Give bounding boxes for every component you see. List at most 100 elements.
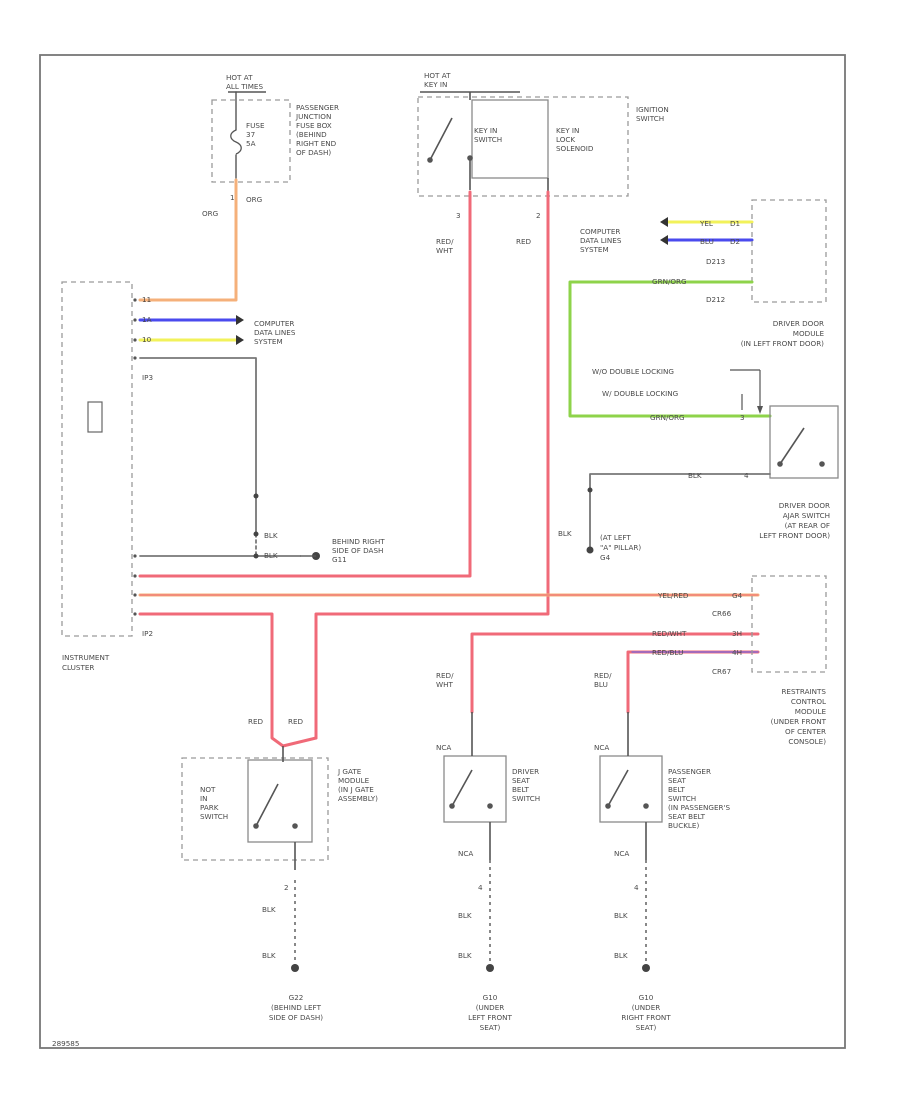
label-driver-door-ajar: AJAR SWITCH xyxy=(783,511,830,520)
label-passenger-seat-belt: (IN PASSENGER'S xyxy=(668,803,730,812)
label-wire-grn-org: GRN/ORG xyxy=(652,277,687,286)
label-drv-seat-wire: RED/ xyxy=(436,671,454,680)
label-wire-blk-1: BLK xyxy=(688,471,702,480)
label-jgate-blk-1: BLK xyxy=(262,905,276,914)
restraints-control-module-box xyxy=(751,575,827,673)
wire-grn-org xyxy=(568,280,772,418)
label-pas-seat-wire: BLU xyxy=(594,680,608,689)
label-pas-seat-wire: RED/ xyxy=(594,671,612,680)
label-driver-door-module: (IN LEFT FRONT DOOR) xyxy=(741,339,824,348)
ignition-switch-box xyxy=(417,96,629,197)
label-pas-blk-2: BLK xyxy=(614,951,628,960)
wire-red-wht-seatbelt xyxy=(470,632,760,714)
label-passenger-junction: JUNCTION xyxy=(295,112,331,121)
label-ground-left-pillar: "A" PILLAR) xyxy=(600,543,641,552)
label-pin-fuse: 1 xyxy=(230,193,235,202)
label-wire-red-wht: WHT xyxy=(436,246,454,255)
label-restraints-control: CONSOLE) xyxy=(788,737,826,746)
label-rcm-wire-yel-red: YEL/RED xyxy=(657,591,689,600)
label-passenger-seat-belt: SEAT BELT xyxy=(668,812,706,821)
label-restraints-control: OF CENTER xyxy=(785,727,826,736)
label-driver-seat-belt: SEAT xyxy=(512,776,530,785)
label-conn-d212: D212 xyxy=(706,295,725,304)
label-ground-left-pillar: (AT LEFT xyxy=(600,533,631,542)
label-instrument-cluster: CLUSTER xyxy=(62,663,94,672)
label-hot-at-all-times: ALL TIMES xyxy=(226,82,263,91)
label-computer-data-lines-1: DATA LINES xyxy=(580,236,622,245)
label-pas-blk-1: BLK xyxy=(614,911,628,920)
label-fuse: 37 xyxy=(246,130,255,139)
label-passenger-junction: OF DASH) xyxy=(296,148,331,157)
label-cdl1-yel: YEL xyxy=(699,219,713,228)
label-computer-data-lines-2: COMPUTER xyxy=(254,319,294,328)
label-j-gate-module: (IN J GATE xyxy=(338,785,374,794)
label-key-in-switch: SWITCH xyxy=(474,135,502,144)
label-behind-right-dash: SIDE OF DASH xyxy=(332,546,383,555)
label-driver-door-ajar: DRIVER DOOR xyxy=(779,501,830,510)
label-ground-g22: G22 xyxy=(289,993,304,1002)
label-driver-door-ajar: (AT REAR OF xyxy=(785,521,830,530)
wire-red-blu xyxy=(626,650,760,714)
label-not-in-park: NOT xyxy=(200,785,216,794)
label-passenger-seat-belt: PASSENGER xyxy=(668,767,711,776)
wire-org xyxy=(138,178,238,302)
driver-door-ajar-switch-box xyxy=(769,405,839,479)
key-in-lock-solenoid-box xyxy=(471,99,549,179)
label-rcm-conn-a: CR66 xyxy=(712,609,732,618)
label-drv-blk-1: BLK xyxy=(458,911,472,920)
label-key-in-lock-solenoid: LOCK xyxy=(556,135,575,144)
label-key-in-lock-solenoid: KEY IN xyxy=(556,126,579,135)
label-pas-nca: NCA xyxy=(614,849,629,858)
label-wo-double-locking: W/O DOUBLE LOCKING xyxy=(592,367,674,376)
label-ground-g10-left: LEFT FRONT xyxy=(468,1013,512,1022)
label-restraints-control: (UNDER FRONT xyxy=(771,717,827,726)
label-wire-red: RED xyxy=(516,237,532,246)
label-not-in-park: IN xyxy=(200,794,208,803)
label-drv-blk-2: BLK xyxy=(458,951,472,960)
label-restraints-control: MODULE xyxy=(795,707,827,716)
driver-door-module-box xyxy=(751,199,827,303)
label-driver-seat-belt: DRIVER xyxy=(512,767,539,776)
label-splice-blk-1: BLK xyxy=(264,531,278,540)
label-ground-g22: (BEHIND LEFT xyxy=(271,1003,322,1012)
label-w-double-locking: W/ DOUBLE LOCKING xyxy=(602,389,678,398)
label-conn-d213: D213 xyxy=(706,257,725,266)
not-in-park-switch-box xyxy=(247,759,313,843)
label-computer-data-lines-2: SYSTEM xyxy=(254,337,283,346)
label-passenger-seat-belt: SEAT xyxy=(668,776,686,785)
label-driver-door-module: MODULE xyxy=(793,329,825,338)
label-rcm-conn-b: CR67 xyxy=(712,667,731,676)
label-j-gate-module: ASSEMBLY) xyxy=(338,794,378,803)
label-rcm-pin-c: 4H xyxy=(732,648,742,657)
wire-blk-ajar xyxy=(589,473,771,549)
label-pas-seat-conn: NCA xyxy=(594,743,609,752)
label-rcm-pin-b: 3H xyxy=(732,629,742,638)
label-cdl1-blu: BLU xyxy=(700,237,714,246)
label-hot-at-key-in: HOT AT xyxy=(424,71,451,80)
label-passenger-seat-belt: BUCKLE) xyxy=(668,821,699,830)
label-pin-driver-sw-a: 3 xyxy=(740,413,745,422)
label-drv-pin: 4 xyxy=(478,883,483,892)
label-wire-red-wht: RED/ xyxy=(436,237,454,246)
label-ground-g10-right: (UNDER xyxy=(632,1003,661,1012)
label-drv-seat-wire: WHT xyxy=(436,680,454,689)
label-passenger-junction: FUSE BOX xyxy=(296,121,332,130)
label-driver-door-ajar: LEFT FRONT DOOR) xyxy=(759,531,830,540)
label-wire-org-right: ORG xyxy=(246,195,262,204)
label-passenger-seat-belt: SWITCH xyxy=(668,794,696,803)
label-hot-at-all-times: HOT AT xyxy=(226,73,253,82)
label-cdl1-pin1: D1 xyxy=(730,219,740,228)
label-passenger-junction: RIGHT END xyxy=(296,139,337,148)
wire-red-wht-ignition xyxy=(138,190,472,578)
label-computer-data-lines-1: COMPUTER xyxy=(580,227,620,236)
wire-red-join xyxy=(281,736,318,748)
label-jgate-pin: 2 xyxy=(284,883,289,892)
label-ground-g10-right: RIGHT FRONT xyxy=(621,1013,671,1022)
label-rcm-pin-a: G4 xyxy=(732,591,743,600)
driver-seat-belt-switch-box xyxy=(443,755,507,823)
label-restraints-control: CONTROL xyxy=(791,697,826,706)
label-ground-g22: SIDE OF DASH) xyxy=(269,1013,323,1022)
label-pin-2: 2 xyxy=(536,211,541,220)
label-j-gate-module: J GATE xyxy=(337,767,362,776)
